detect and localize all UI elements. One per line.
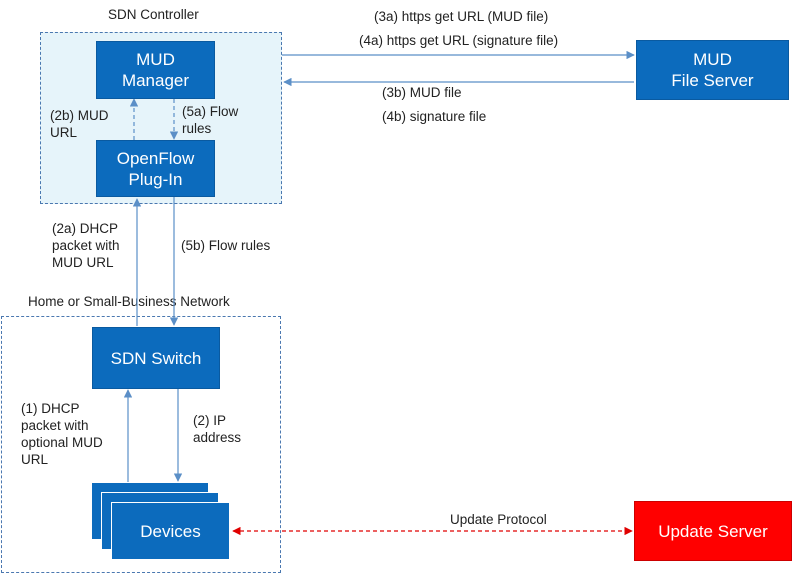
label-https-get-mud: (3a) https get URL (MUD file) (374, 9, 549, 24)
mud-file-server-box[interactable]: MUD File Server (636, 40, 789, 100)
label-ip-address-2: (2) IP address (193, 413, 242, 445)
label-flow-rules-5a: (5a) Flow rules (182, 104, 239, 136)
label-update-protocol: Update Protocol (450, 512, 547, 527)
sdn-controller-title: SDN Controller (108, 7, 199, 22)
label-dhcp-1: (1) DHCP packet with optional MUD URL (21, 401, 103, 467)
devices-box[interactable]: Devices (111, 502, 230, 560)
label-signature-file: (4b) signature file (382, 109, 487, 124)
openflow-plugin-box[interactable]: OpenFlow Plug-In (96, 140, 215, 197)
sdn-switch-box[interactable]: SDN Switch (92, 327, 220, 389)
mud-manager-box[interactable]: MUD Manager (96, 41, 215, 99)
network-title: Home or Small-Business Network (28, 294, 230, 309)
label-mud-url-2b: (2b) MUD URL (50, 108, 109, 140)
label-dhcp-2a: (2a) DHCP packet with MUD URL (52, 221, 120, 270)
update-server-box[interactable]: Update Server (634, 501, 792, 561)
label-flow-rules-5b: (5b) Flow rules (181, 238, 271, 253)
label-https-get-signature: (4a) https get URL (signature file) (359, 33, 559, 48)
label-mud-file: (3b) MUD file (382, 85, 462, 100)
